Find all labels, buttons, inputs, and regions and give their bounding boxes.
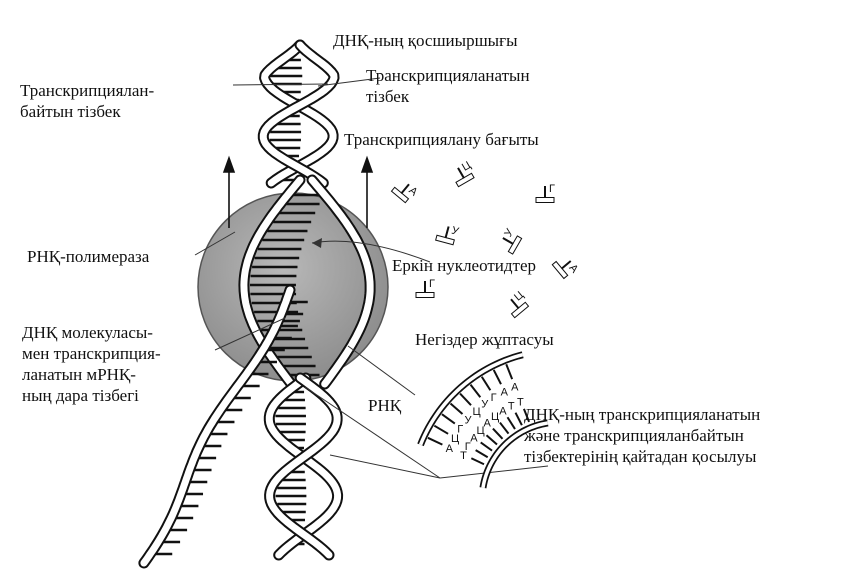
dna-base-letter: Г [465, 441, 471, 453]
nucleotide-sugar [455, 172, 475, 188]
dna-base-letter: А [499, 406, 507, 418]
rna-base-letter: У [481, 399, 489, 411]
dna-base-letter: Т [517, 396, 524, 408]
free-nucleotide: Ц [510, 289, 530, 319]
nucleotide-sugar [551, 260, 569, 280]
nucleotide-stem [560, 260, 572, 270]
free-nucleotide: Г [535, 183, 555, 203]
nucleotide-letter: Г [429, 278, 435, 290]
rna-base-stub [427, 436, 443, 446]
rna-base-letter: Ц [472, 406, 480, 418]
rna-base-stub [449, 402, 464, 415]
dna-base-letter: Ц [491, 411, 499, 423]
nucleotide-stem [457, 167, 465, 179]
nucleotide-letter: У [502, 226, 516, 239]
dna-base-stub [470, 457, 485, 466]
nucleotide-stem [502, 237, 514, 245]
rna-base-letter: Г [457, 423, 463, 435]
nucleotide-sugar [535, 197, 555, 203]
nucleotide-letter: А [406, 185, 420, 199]
free-nucleotide: А [551, 260, 581, 280]
nucleotide-sugar [510, 301, 530, 319]
rna-base-stub [469, 384, 482, 398]
free-nucleotides: А Ц У Г У А Г Ц [390, 159, 581, 319]
helicase-label: ДНҚ-ның қосшиыршығы [333, 31, 518, 50]
rna-base-letter: А [501, 386, 509, 398]
dna-base-stub [499, 421, 510, 435]
direction-arrows [222, 155, 374, 228]
free-nucleotide: Ц [455, 159, 475, 188]
rna-label: РНҚ [368, 396, 402, 415]
dna-base-stub [506, 416, 516, 430]
dna-base-stub [492, 427, 504, 440]
dna-base-stub [522, 408, 531, 423]
rna-base-stub [480, 376, 492, 391]
template-strand-label: Транскрипцияланатын тізбек [366, 66, 530, 106]
free-nucleotide: У [435, 225, 461, 246]
nucleotide-letter: Ц [512, 289, 526, 303]
nucleotide-letter: Ц [460, 159, 473, 173]
rna-base-stub [459, 392, 472, 406]
rna-base-stub [441, 413, 456, 425]
dna-base-stub [480, 441, 493, 452]
rejoin-label: ДНҚ-ның транскрипцияланатын және транскр… [524, 405, 761, 466]
free-nucleotide: Г [415, 278, 435, 298]
nucleotide-stem [444, 226, 450, 239]
rna-base-letter: А [446, 443, 454, 455]
dna-base-stub [485, 434, 498, 446]
nucleotide-sugar [390, 186, 410, 204]
hybrid-label: ДНҚ молекуласы- мен транскрипция- ланаты… [22, 323, 161, 405]
free-nucleotides-label: Еркін нуклеотидтер [392, 256, 537, 275]
polymerase-label: РНҚ-полимераза [27, 247, 150, 266]
nucleotide-letter: У [450, 225, 461, 239]
rna-base-letter: Ц [451, 433, 459, 445]
rna-base-letter: Г [491, 392, 497, 404]
rna-base-letter: А [511, 382, 519, 394]
nucleotide-letter: А [566, 262, 580, 276]
non-template-strand-label: Транскрипциялан- байтын тізбек [20, 81, 155, 121]
free-nucleotide: А [390, 183, 420, 204]
free-nucleotide: У [502, 226, 523, 255]
nucleotide-stem [510, 298, 520, 310]
nucleotide-stem [400, 183, 410, 195]
dna-base-letter: Т [460, 450, 467, 462]
direction-label: Транскрипциялану бағыты [344, 130, 539, 149]
rna-base-stub [433, 424, 449, 435]
base-pairing-label: Негіздер жұптасуы [415, 330, 554, 349]
dna-base-letter: Т [508, 401, 515, 413]
dna-base-letter: Ц [476, 425, 484, 437]
dna-base-letter: А [483, 418, 491, 430]
nucleotide-sugar [415, 292, 435, 298]
dna-base-stub [514, 412, 523, 426]
rna-base-stub [505, 363, 514, 380]
rna-base-letter: У [464, 414, 472, 426]
nucleotide-letter: Г [549, 183, 555, 195]
dna-base-letter: А [470, 433, 478, 445]
leader-lines [194, 77, 549, 479]
dna-base-stub [475, 449, 489, 459]
rna-base-stub [492, 369, 502, 385]
